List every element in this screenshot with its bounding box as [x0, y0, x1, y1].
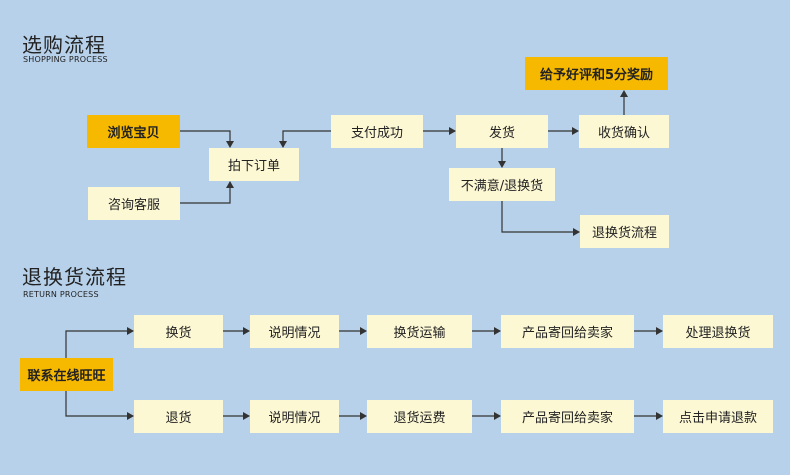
node-contact: 联系在线旺旺 — [20, 358, 113, 391]
node-browse: 浏览宝贝 — [87, 115, 180, 148]
edge-consult-order — [180, 181, 234, 204]
returns-subtitle: RETURN PROCESS — [23, 290, 99, 299]
exchange-step-5: 处理退换货 — [663, 315, 773, 348]
refund-step-5: 点击申请退款 — [663, 400, 773, 433]
refund-step-3: 退货运费 — [367, 400, 472, 433]
edge-contact-exchange — [65, 327, 134, 358]
node-confirm: 收货确认 — [579, 115, 669, 148]
node-unsatisfied: 不满意/退换货 — [449, 168, 555, 201]
exchange-step-2: 说明情况 — [250, 315, 339, 348]
refund-step-2: 说明情况 — [250, 400, 339, 433]
node-return-flow: 退换货流程 — [580, 215, 669, 248]
edge-pay-order — [279, 130, 331, 148]
refund-step-1: 退货 — [134, 400, 223, 433]
edge-unsatisfied-returnflow — [501, 201, 580, 236]
exchange-step-3: 换货运输 — [367, 315, 472, 348]
edge-contact-refund — [65, 391, 134, 420]
shopping-title: 选购流程 — [22, 33, 106, 57]
node-order: 拍下订单 — [209, 148, 299, 181]
refund-step-4: 产品寄回给卖家 — [501, 400, 634, 433]
node-reward: 给予好评和5分奖励 — [525, 57, 668, 90]
exchange-step-4: 产品寄回给卖家 — [501, 315, 634, 348]
node-pay: 支付成功 — [331, 115, 423, 148]
edge-browse-order — [180, 130, 234, 148]
exchange-step-1: 换货 — [134, 315, 223, 348]
shopping-subtitle: SHOPPING PROCESS — [23, 55, 108, 64]
node-consult: 咨询客服 — [88, 187, 180, 220]
node-ship: 发货 — [456, 115, 548, 148]
returns-title: 退换货流程 — [22, 265, 127, 289]
